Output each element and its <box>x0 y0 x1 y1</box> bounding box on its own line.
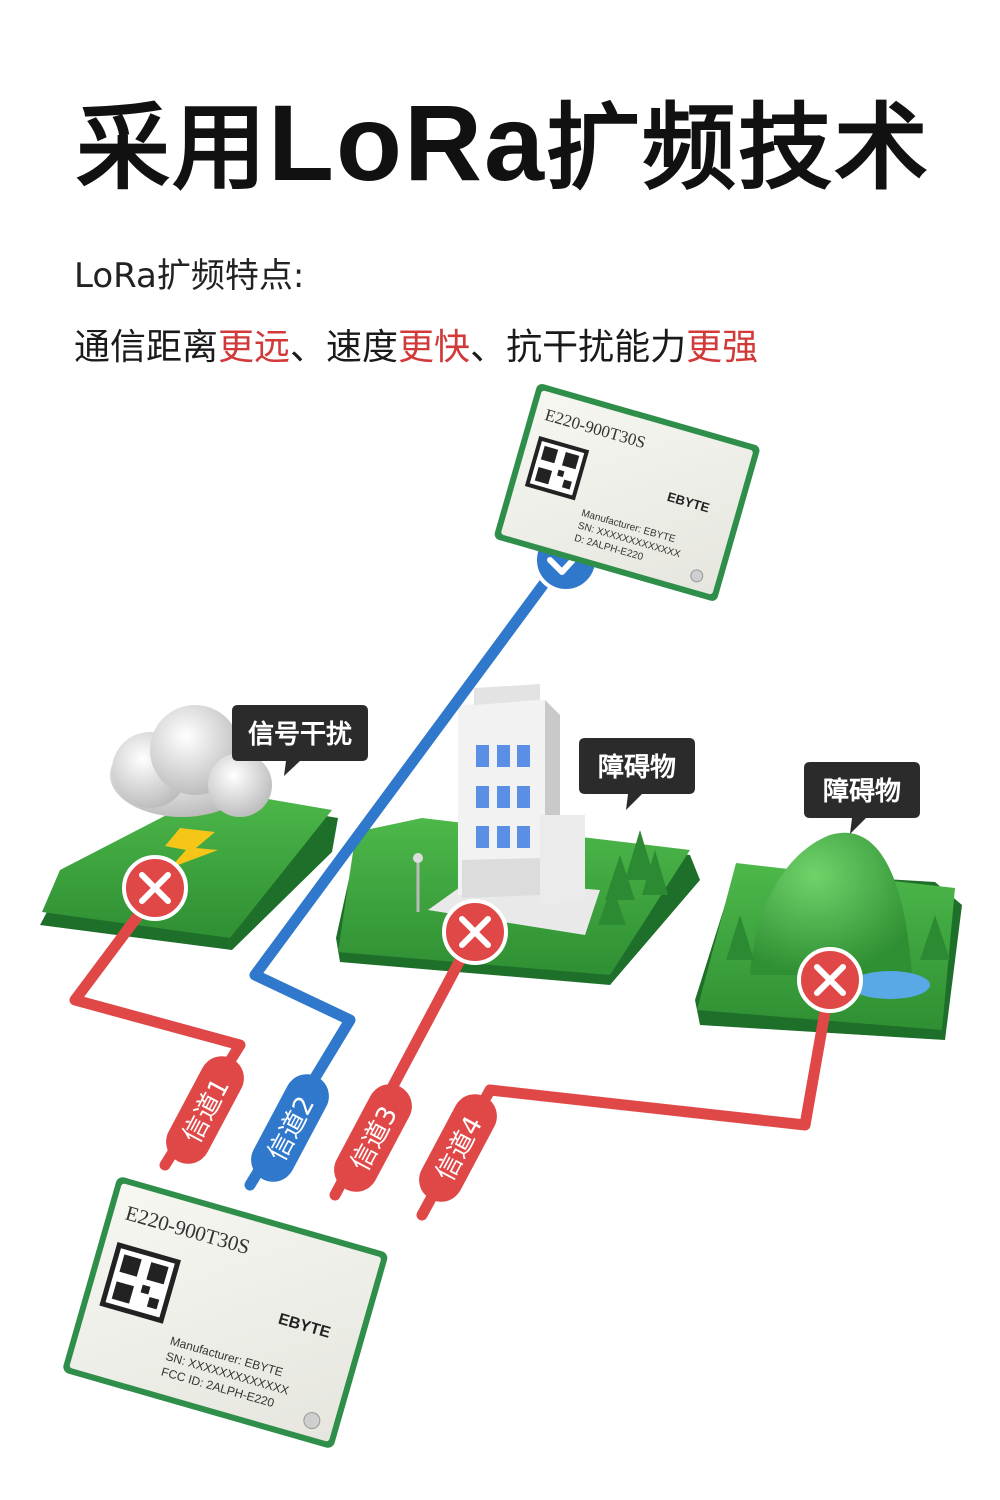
callout-obstacle-mountain: 障碍物 <box>804 762 920 834</box>
feature-text-3: 、抗干扰能力 <box>470 327 687 368</box>
mountain <box>726 832 950 999</box>
illustration: 信道1 信道2 信道3 信道4 信号干扰 障碍物 障碍物 <box>40 384 962 1448</box>
callout-signal-interference: 信号干扰 <box>232 705 368 776</box>
feature-highlight-faster: 更快 <box>398 327 471 368</box>
feature-text-1: 通信距离 <box>74 327 219 368</box>
cross-icon <box>122 855 188 921</box>
trees-building <box>598 830 668 925</box>
title-prefix: 采用 <box>76 94 269 203</box>
cross-icon <box>797 947 863 1013</box>
obstacle-building-label: 障碍物 <box>598 752 676 783</box>
channel-4-tag: 信道4 <box>419 1094 497 1202</box>
qr-code <box>99 1242 181 1324</box>
channel-1-tag: 信道1 <box>166 1056 244 1164</box>
title-lora: LoRa <box>268 82 547 203</box>
qr-code <box>524 436 590 501</box>
title-suffix: 扩频技术 <box>546 94 931 203</box>
feature-highlight-stronger: 更强 <box>686 327 759 368</box>
building <box>413 684 600 935</box>
signal-interference-label: 信号干扰 <box>248 720 352 750</box>
cloud-icon <box>110 705 272 817</box>
callout-obstacle-building: 障碍物 <box>579 738 695 810</box>
feature-highlight-farther: 更远 <box>218 327 291 368</box>
storm-platform <box>40 790 338 950</box>
page-title: 采用LoRa扩频技术 <box>76 72 930 208</box>
channel-2-tag: 信道2 <box>251 1074 329 1182</box>
features-heading: LoRa扩频特点: <box>74 256 305 296</box>
lora-module-bottom: E220-900T30S EBYTE Manufacturer: EBYTE S… <box>63 1177 388 1448</box>
cross-icon <box>442 899 508 965</box>
channel-3-tag: 信道3 <box>334 1084 412 1192</box>
features-line: 通信距离更远、速度更快、抗干扰能力更强 <box>74 318 758 370</box>
obstacle-mountain-label: 障碍物 <box>823 776 901 807</box>
feature-text-2: 、速度 <box>290 327 399 368</box>
lightning-icon <box>165 828 218 868</box>
lora-module-top: E220-900T30S EBYTE Manufacturer: EBYTE S… <box>494 384 760 601</box>
